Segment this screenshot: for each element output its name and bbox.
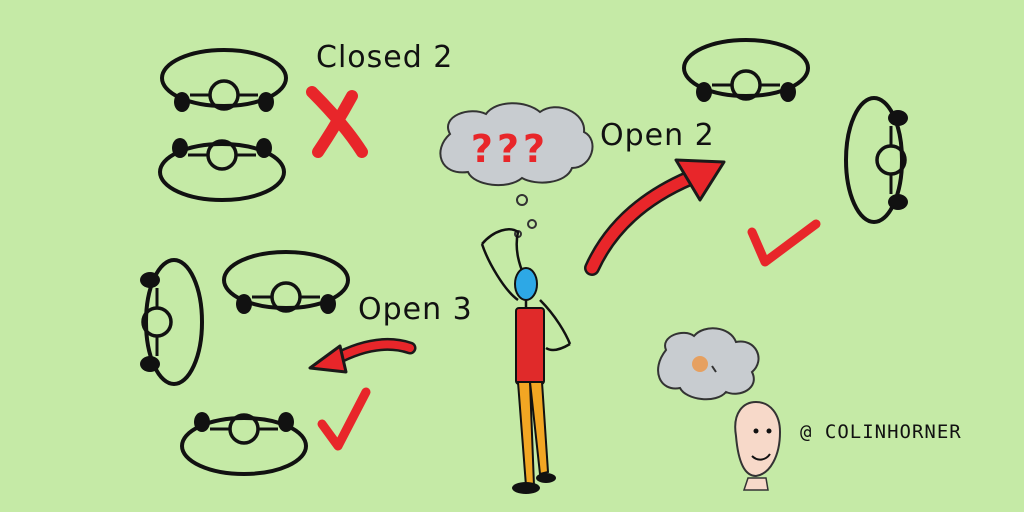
avatar <box>734 400 782 491</box>
small-thought-cloud <box>657 327 760 401</box>
curved-arrow-icon <box>308 337 417 374</box>
question-marks: ??? <box>471 127 549 171</box>
person-top-icon <box>160 48 288 114</box>
person-open3-side-icon <box>138 258 204 386</box>
closed-label: Closed 2 <box>316 40 454 75</box>
thought-cloud: ??? <box>439 102 594 238</box>
check-mark-icon <box>317 387 371 451</box>
cross-mark-icon <box>306 86 368 158</box>
credit-handle: @ COLINHORNER <box>800 421 962 443</box>
open3-group <box>138 250 417 476</box>
head <box>514 267 538 301</box>
closed-group <box>158 48 368 202</box>
open3-label: Open 3 <box>358 292 473 327</box>
open2-label: Open 2 <box>600 118 715 153</box>
torso <box>515 307 545 385</box>
open2-group <box>584 38 910 276</box>
person-open3-bottom-icon <box>180 410 308 476</box>
stick-figure <box>480 228 572 494</box>
person-open2-top-icon <box>682 38 810 104</box>
person-open3-top-icon <box>222 250 350 316</box>
curved-arrow-icon <box>584 158 726 276</box>
check-mark-icon <box>747 219 821 267</box>
person-open2-side-icon <box>844 96 910 224</box>
person-bottom-icon <box>158 136 286 202</box>
